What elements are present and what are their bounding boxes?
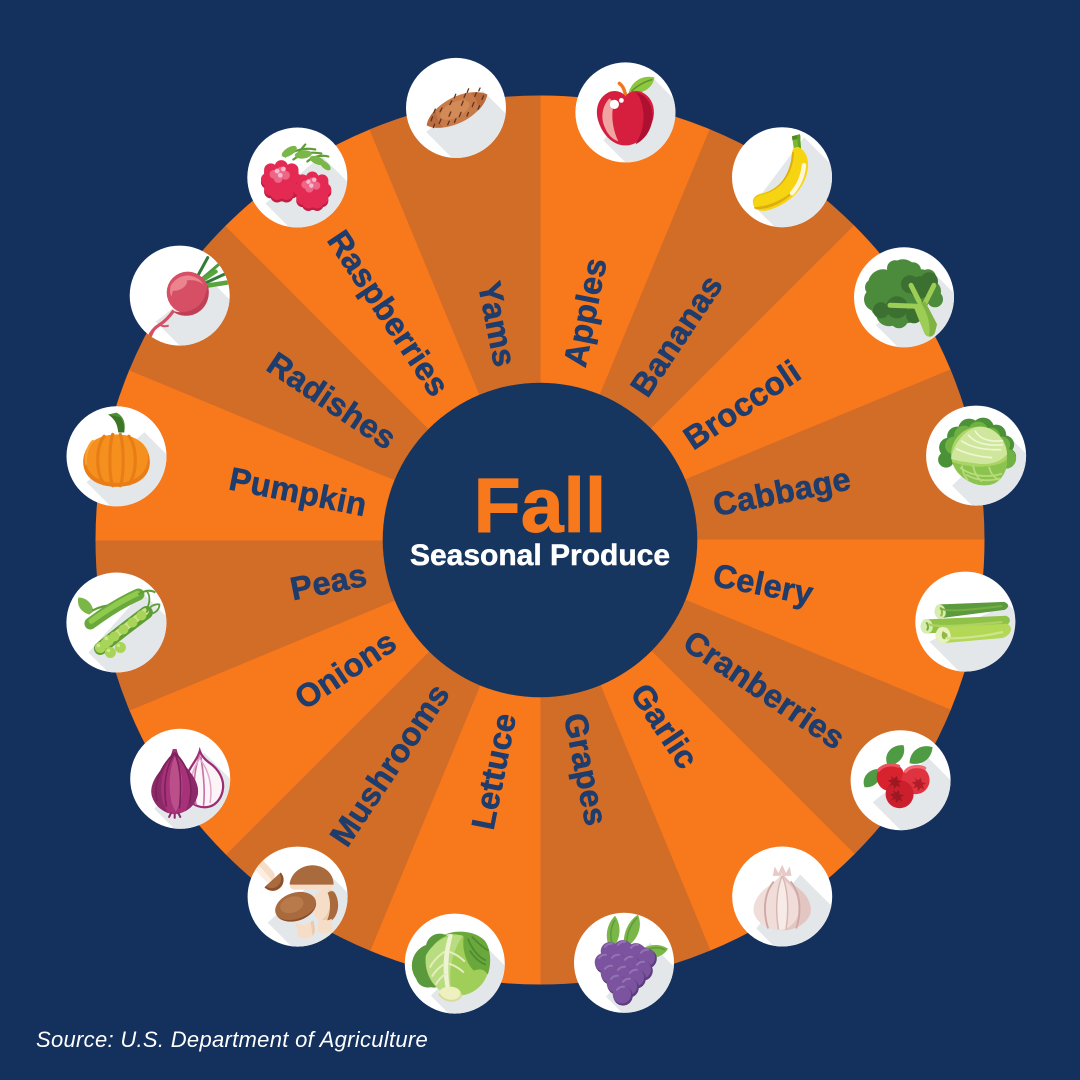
svg-text:Seasonal Produce: Seasonal Produce xyxy=(410,539,670,572)
svg-text:Fall: Fall xyxy=(474,463,607,549)
svg-text:Source: U.S. Department of Agr: Source: U.S. Department of Agriculture xyxy=(36,1027,428,1052)
